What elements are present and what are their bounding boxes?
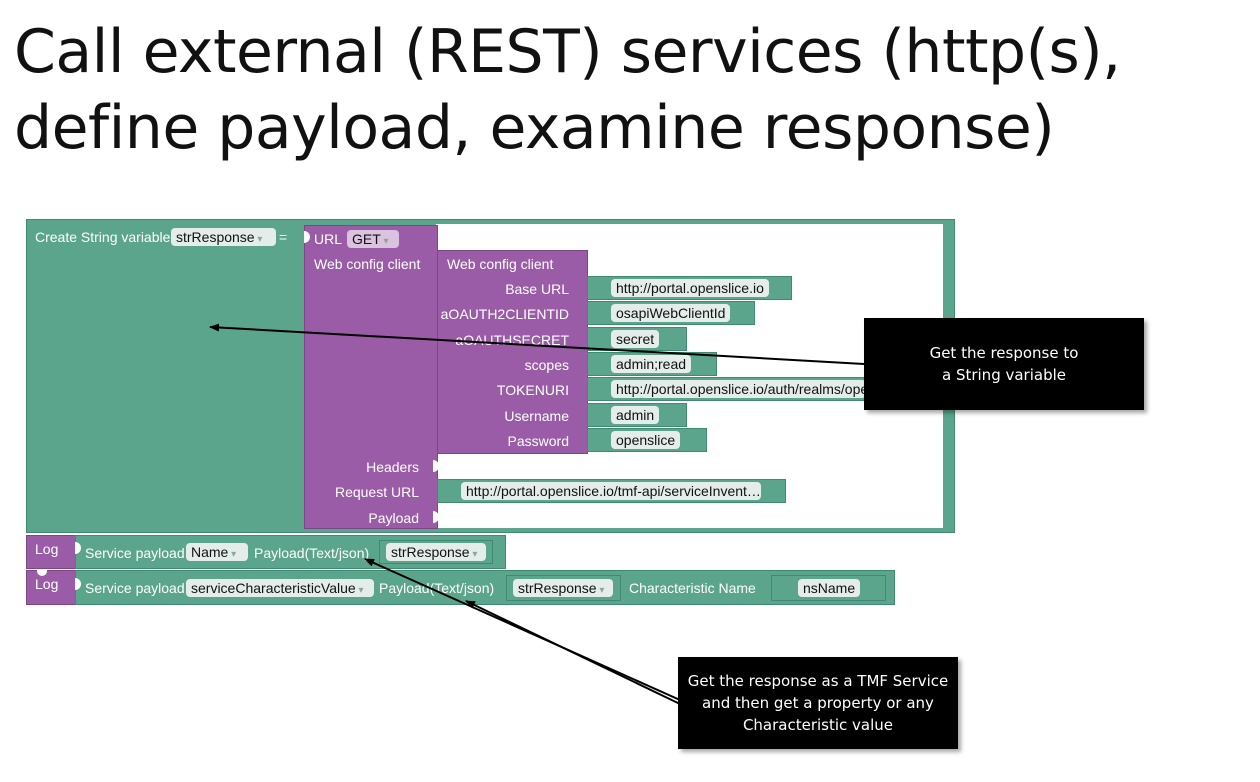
service-payload-2-connector xyxy=(75,578,81,590)
callout-tmf-service: Get the response as a TMF Service and th… xyxy=(678,657,958,749)
client-id-value[interactable]: osapiWebClientId xyxy=(611,304,731,322)
arrow-to-log1-payload xyxy=(364,558,681,701)
variable-name-dropdown[interactable]: strResponse xyxy=(171,228,276,246)
payload-1-var-dropdown[interactable]: strResponse xyxy=(386,543,486,561)
equals-sign: = xyxy=(279,229,288,245)
payload-connector xyxy=(433,511,439,523)
client-id-value-block[interactable]: osapiWebClientId xyxy=(587,301,755,325)
characteristic-name-block[interactable]: nsName xyxy=(771,575,886,601)
web-config-client-input-label: Web config client xyxy=(314,256,421,272)
username-value[interactable]: admin xyxy=(611,406,660,424)
payload-2-var-block[interactable]: strResponse xyxy=(506,575,621,601)
password-value[interactable]: openslice xyxy=(611,431,681,449)
password-value-block[interactable]: openslice xyxy=(587,428,707,452)
password-label: Password xyxy=(507,433,569,449)
request-url-label: Request URL xyxy=(334,484,419,500)
log-block-2[interactable]: Log xyxy=(26,570,76,605)
payload-label: Payload xyxy=(368,510,419,526)
url-block-connector xyxy=(304,231,310,243)
service-payload-1-label: Service payload xyxy=(85,545,185,561)
token-uri-label: TOKENURI xyxy=(496,382,569,398)
username-value-block[interactable]: admin xyxy=(587,403,687,427)
url-block[interactable]: URL GET Web config client Headers Reques… xyxy=(304,225,439,529)
slide-title: Call external (REST) services (http(s), … xyxy=(14,17,1121,163)
log-2-bottom-connector xyxy=(37,570,47,576)
scopes-value-block[interactable]: admin;read xyxy=(587,352,717,376)
token-uri-value[interactable]: http://portal.openslice.io/auth/realms/o… xyxy=(611,380,866,398)
token-uri-value-block[interactable]: http://portal.openslice.io/auth/realms/o… xyxy=(587,377,872,401)
scopes-label: scopes xyxy=(524,357,569,373)
service-payload-block-1[interactable]: Service payload Name Payload(Text/json) … xyxy=(75,535,506,569)
service-field-2-dropdown[interactable]: serviceCharacteristicValue xyxy=(186,579,374,597)
create-string-variable-block[interactable]: Create String variable strResponse = xyxy=(26,219,955,533)
client-id-label: aOAUTH2CLIENTID xyxy=(440,306,569,322)
payload-2-label: Payload(Text/json) xyxy=(379,580,495,596)
service-payload-1-connector xyxy=(75,542,81,554)
request-url-value[interactable]: http://portal.openslice.io/tmf-api/servi… xyxy=(461,482,761,500)
service-payload-block-2[interactable]: Service payload serviceCharacteristicVal… xyxy=(75,570,895,605)
create-string-variable-label: Create String variable xyxy=(35,229,171,245)
payload-1-var-block[interactable]: strResponse xyxy=(379,540,493,564)
payload-1-label: Payload(Text/json) xyxy=(254,545,370,561)
base-url-value-block[interactable]: http://portal.openslice.io xyxy=(587,276,792,300)
web-config-client-block[interactable]: Web config client Base URL aOAUTH2CLIENT… xyxy=(437,250,588,454)
http-method-dropdown[interactable]: GET xyxy=(347,230,399,248)
web-config-client-label: Web config client xyxy=(447,256,554,272)
username-label: Username xyxy=(504,408,569,424)
payload-2-var-dropdown[interactable]: strResponse xyxy=(513,579,613,597)
characteristic-name-label: Characteristic Name xyxy=(629,580,756,596)
base-url-value[interactable]: http://portal.openslice.io xyxy=(611,279,769,297)
oauth-secret-value[interactable]: secret xyxy=(611,330,660,348)
request-url-value-block[interactable]: http://portal.openslice.io/tmf-api/servi… xyxy=(437,479,786,503)
arrow-to-create-block xyxy=(209,323,865,365)
headers-connector xyxy=(433,460,439,472)
log-1-label: Log xyxy=(35,541,59,557)
scopes-value[interactable]: admin;read xyxy=(611,355,692,373)
service-field-1-dropdown[interactable]: Name xyxy=(186,543,248,561)
url-label: URL xyxy=(314,231,343,247)
oauth-secret-label: aOAUTHSECRET xyxy=(455,332,569,348)
headers-label: Headers xyxy=(366,459,419,475)
characteristic-name-value[interactable]: nsName xyxy=(798,579,860,597)
service-payload-2-label: Service payload xyxy=(85,580,185,596)
callout-string-variable: Get the response to a String variable xyxy=(864,318,1144,410)
arrow-to-log2-payload xyxy=(465,600,681,705)
base-url-label: Base URL xyxy=(505,281,569,297)
log-2-label: Log xyxy=(35,576,59,592)
